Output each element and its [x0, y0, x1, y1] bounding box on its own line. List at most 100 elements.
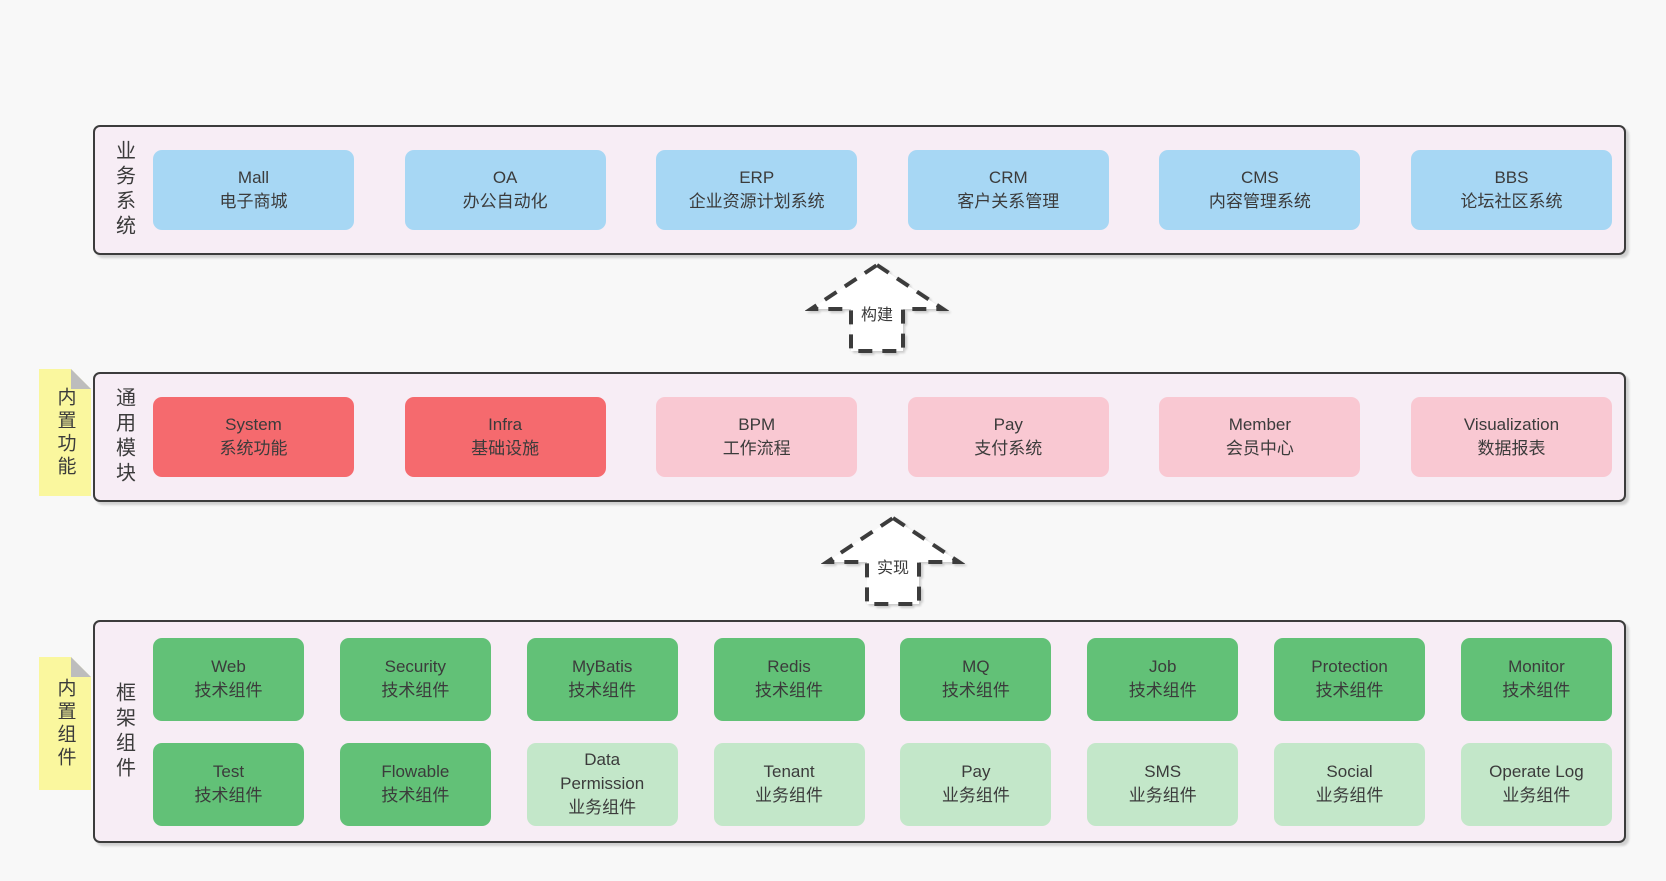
- sticky-note-builtin-components: 内置组件: [39, 657, 91, 790]
- box-subtitle: 办公自动化: [462, 192, 548, 211]
- box-subtitle: 论坛社区系统: [1460, 192, 1563, 211]
- box-title: Security: [384, 657, 447, 676]
- box-title: System: [225, 415, 282, 434]
- components-box-tenant: Tenant 业务组件: [713, 742, 865, 826]
- modules-box-infra: Infra 基础设施: [404, 397, 606, 477]
- components-box-mybatis: MyBatis 技术组件: [526, 637, 678, 721]
- business-box-bbs: BBS 论坛社区系统: [1410, 150, 1612, 230]
- business-box-crm: CRM 客户关系管理: [907, 150, 1109, 230]
- box-subtitle: 技术组件: [1315, 681, 1384, 700]
- box-subtitle: 技术组件: [1128, 681, 1197, 700]
- box-title: Operate Log: [1489, 762, 1584, 781]
- box-title: Monitor: [1508, 657, 1565, 676]
- box-title: Infra: [488, 415, 523, 434]
- box-subtitle: 业务组件: [1502, 786, 1571, 805]
- box-subtitle: 业务组件: [1128, 786, 1197, 805]
- box-title: Web: [211, 657, 246, 676]
- business-box-mall: Mall 电子商城: [153, 150, 354, 230]
- box-subtitle: 电子商城: [219, 192, 288, 211]
- note-fold-corner-icon: [71, 369, 91, 389]
- box-title: Pay: [993, 415, 1023, 434]
- modules-box-visualization: Visualization 数据报表: [1410, 397, 1612, 477]
- components-box-test: Test 技术组件: [153, 742, 304, 826]
- box-title: MyBatis: [571, 657, 633, 676]
- box-subtitle: 会员中心: [1225, 439, 1294, 458]
- box-title: Redis: [767, 657, 811, 676]
- components-box-sms: SMS 业务组件: [1087, 742, 1239, 826]
- components-box-data-permission: Data Permission 业务组件: [526, 742, 678, 826]
- components-box-flowable: Flowable 技术组件: [339, 742, 491, 826]
- arrow-implement: 实现: [821, 515, 965, 607]
- components-box-protection: Protection 技术组件: [1274, 637, 1426, 721]
- box-subtitle: 技术组件: [194, 681, 263, 700]
- panel-business-side-label: 业务系统: [112, 140, 135, 240]
- components-box-mq: MQ 技术组件: [900, 637, 1052, 721]
- box-title: ERP: [739, 168, 775, 187]
- box-subtitle: 业务组件: [941, 786, 1010, 805]
- components-box-job: Job 技术组件: [1087, 637, 1239, 721]
- components-box-operate-log: Operate Log 业务组件: [1460, 742, 1612, 826]
- box-title: Protection: [1311, 657, 1388, 676]
- box-title: Flowable: [381, 762, 450, 781]
- box-subtitle: 基础设施: [471, 439, 540, 458]
- components-box-pay: Pay 业务组件: [900, 742, 1052, 826]
- box-subtitle: 技术组件: [194, 786, 263, 805]
- sticky-note-builtin-features-label: 内置功能: [54, 386, 76, 479]
- components-box-security: Security 技术组件: [339, 637, 491, 721]
- box-title: CRM: [988, 168, 1028, 187]
- box-title: Visualization: [1463, 415, 1560, 434]
- panel-common-modules: 通用模块 System 系统功能 Infra 基础设施 BPM 工作流程 Pay 支付系统 Me…: [93, 372, 1626, 502]
- box-title: SMS: [1144, 762, 1182, 781]
- box-subtitle: 企业资源计划系统: [688, 192, 825, 211]
- components-box-redis: Redis 技术组件: [713, 637, 865, 721]
- box-subtitle: 技术组件: [381, 681, 450, 700]
- box-title: Test: [212, 762, 245, 781]
- box-subtitle: 数据报表: [1477, 439, 1546, 458]
- panel-components-side-label: 框架组件: [112, 681, 135, 782]
- modules-box-system: System 系统功能: [153, 397, 354, 477]
- business-box-erp: ERP 企业资源计划系统: [656, 150, 858, 230]
- box-title: Job: [1149, 657, 1177, 676]
- sticky-note-builtin-features: 内置功能: [39, 369, 91, 496]
- box-subtitle: 客户关系管理: [957, 192, 1060, 211]
- box-title: Tenant: [763, 762, 815, 781]
- box-subtitle: 内容管理系统: [1208, 192, 1311, 211]
- modules-box-pay: Pay 支付系统: [907, 397, 1109, 477]
- box-title: BPM: [738, 415, 776, 434]
- arrow-implement-label: 实现: [873, 559, 913, 579]
- box-title: MQ: [962, 657, 990, 676]
- box-title: BBS: [1494, 168, 1529, 187]
- box-subtitle: 技术组件: [1502, 681, 1571, 700]
- panel-modules-side-label: 通用模块: [112, 387, 135, 487]
- components-box-monitor: Monitor 技术组件: [1460, 637, 1612, 721]
- box-subtitle: 系统功能: [219, 439, 288, 458]
- box-subtitle: 支付系统: [974, 439, 1043, 458]
- sticky-note-builtin-components-label: 内置组件: [54, 677, 76, 770]
- box-subtitle: 技术组件: [755, 681, 824, 700]
- box-subtitle: 工作流程: [722, 439, 791, 458]
- note-fold-corner-icon: [71, 657, 91, 677]
- components-box-web: Web 技术组件: [153, 637, 304, 721]
- box-subtitle: 技术组件: [941, 681, 1010, 700]
- box-subtitle: 技术组件: [568, 681, 637, 700]
- box-title: Mall: [237, 168, 270, 187]
- box-subtitle: 业务组件: [1315, 786, 1384, 805]
- box-title: Data Permission: [560, 750, 645, 793]
- box-subtitle: 技术组件: [381, 786, 450, 805]
- box-subtitle: 业务组件: [568, 798, 637, 817]
- box-title: Pay: [961, 762, 991, 781]
- modules-box-bpm: BPM 工作流程: [656, 397, 858, 477]
- arrow-build: 构建: [805, 262, 949, 354]
- box-subtitle: 业务组件: [755, 786, 824, 805]
